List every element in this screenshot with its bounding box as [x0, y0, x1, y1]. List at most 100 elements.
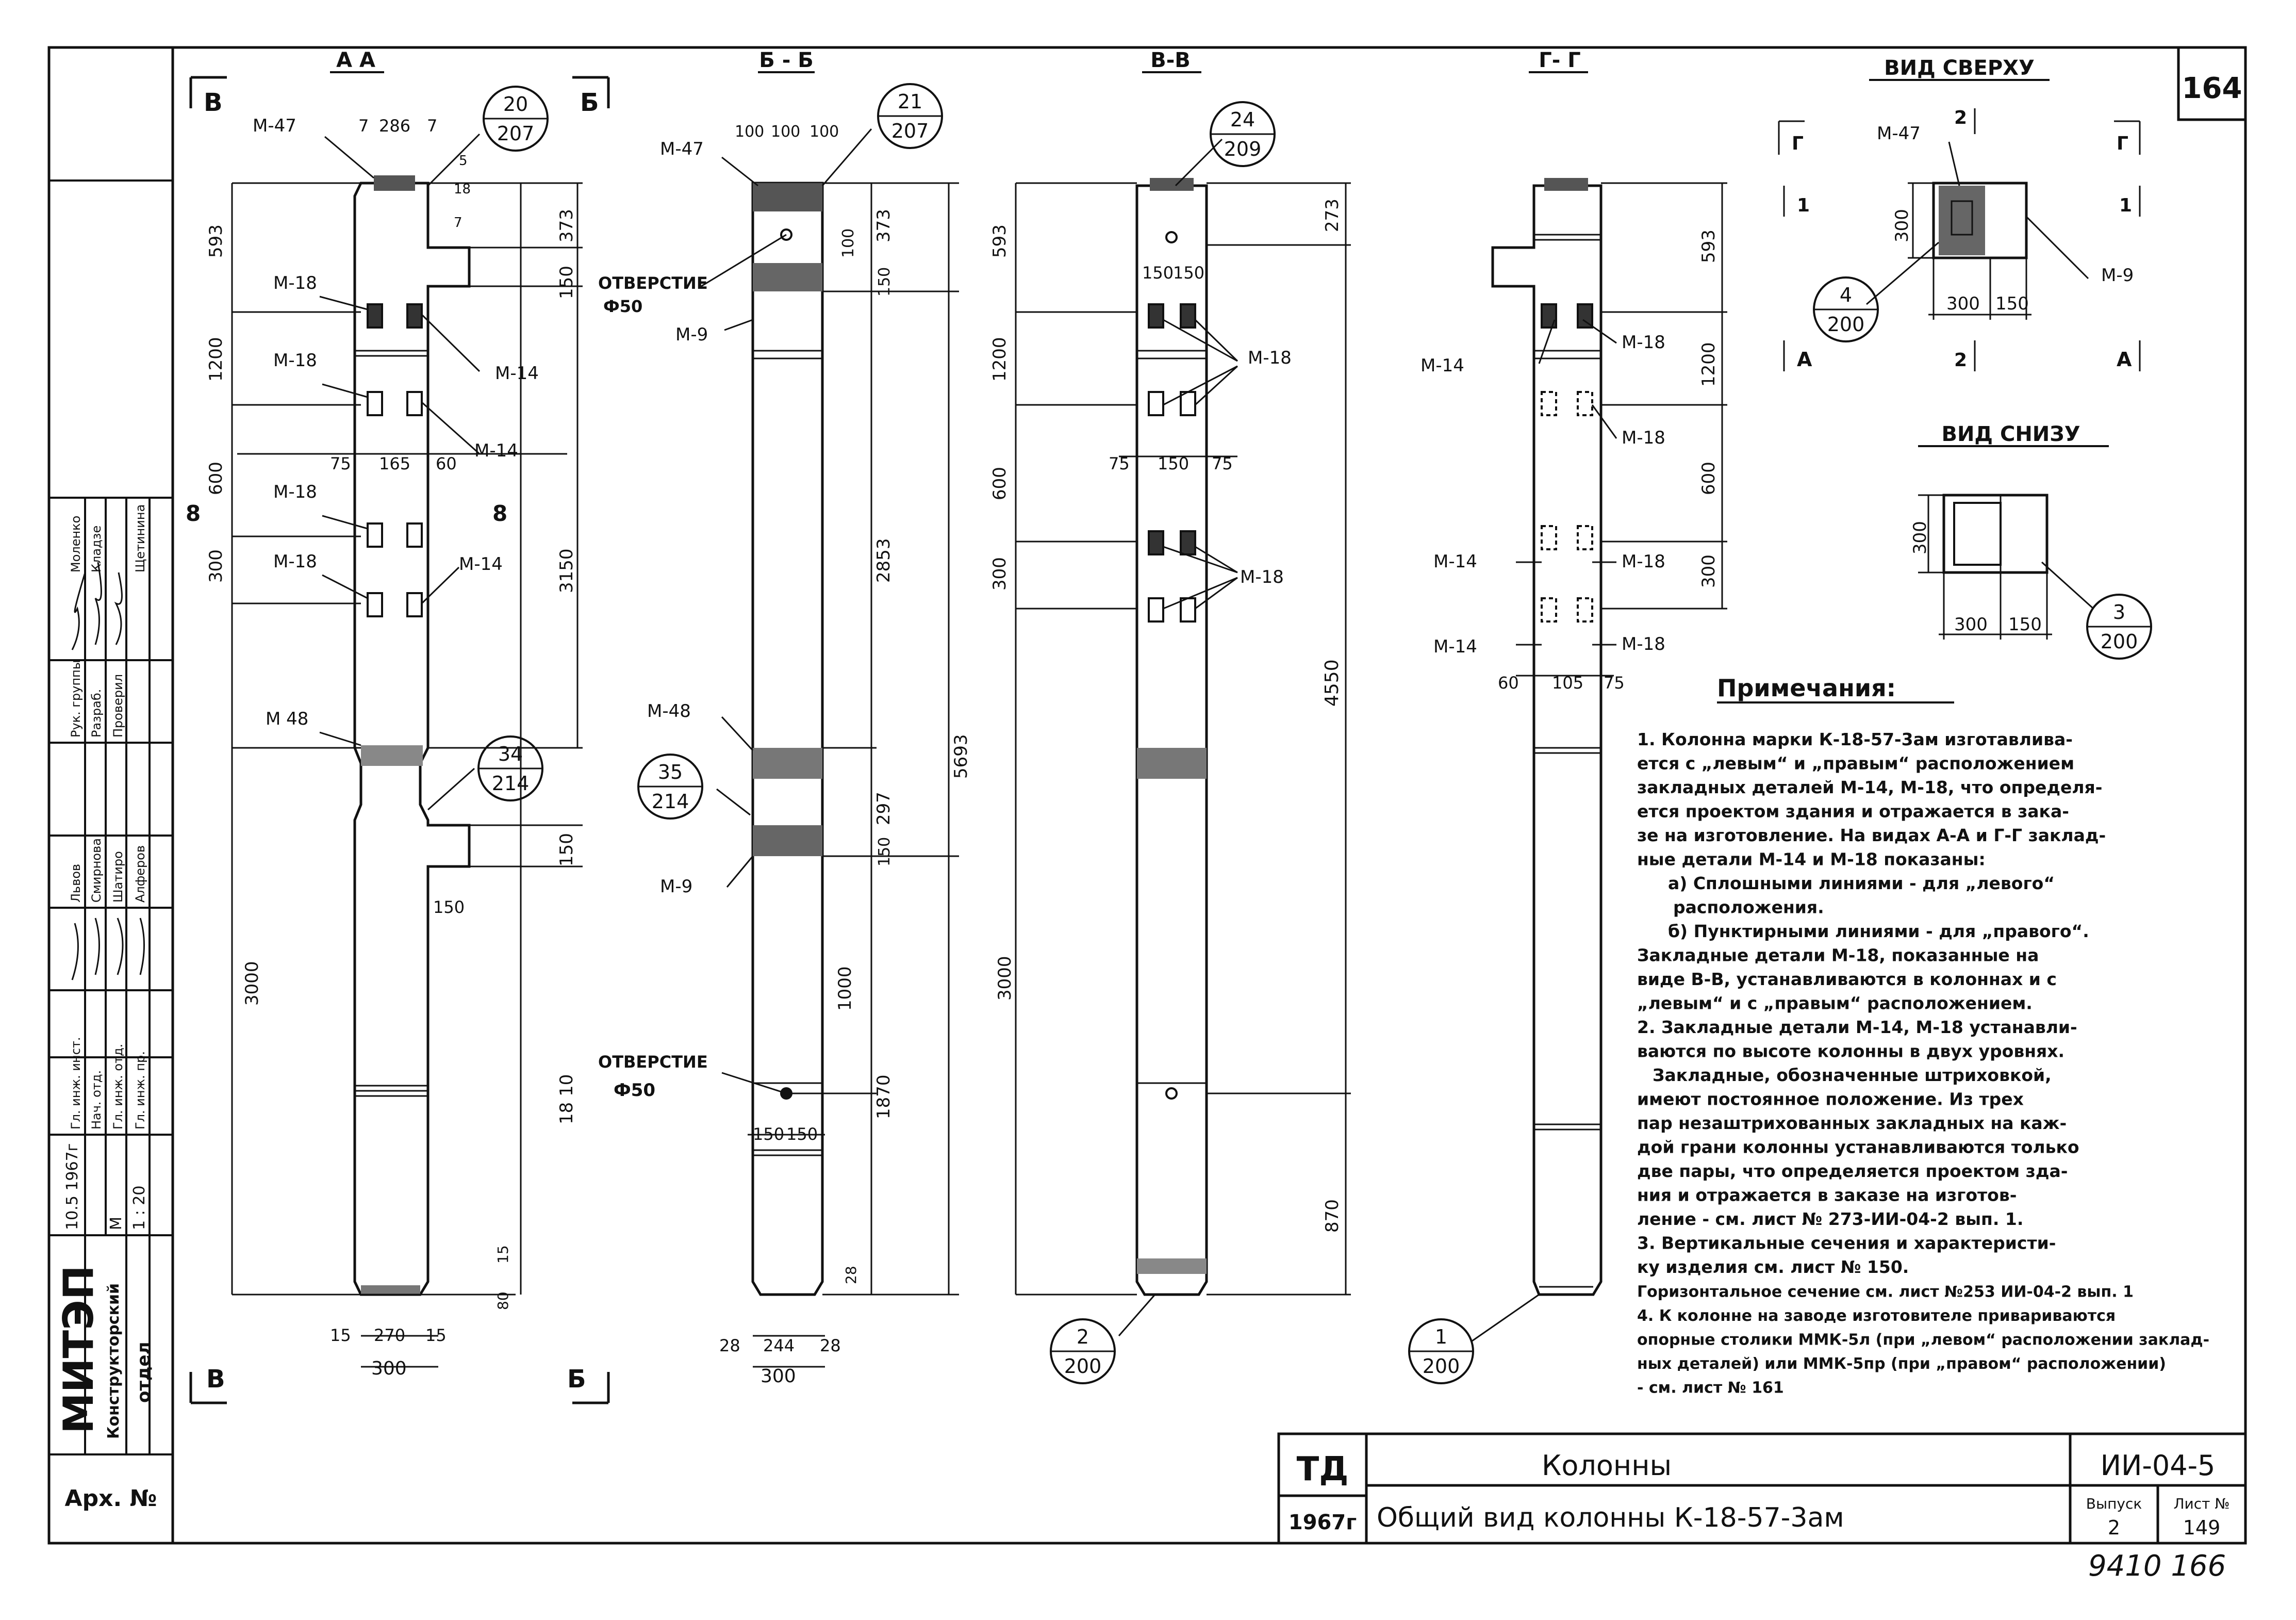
label-m14-aa-3: М-14: [459, 554, 503, 575]
top-view-title: ВИД СВЕРХУ: [1884, 56, 2035, 80]
dim-bb-v100: 100: [839, 228, 857, 258]
note-line: Горизонтальное сечение см. лист №253 ИИ-…: [1637, 1283, 2134, 1301]
notes: Примечания: 1. Колонна марки К-18-57-3ам…: [1637, 674, 2209, 1397]
note-line: ваются по высоте колонны в двух уровнях.: [1637, 1041, 2064, 1061]
dim-bb-w100a: 100: [735, 123, 764, 141]
note-line: закладных деталей М-14, М-18, что опреде…: [1637, 777, 2102, 797]
dim-bb-h150a: 150: [753, 1124, 784, 1144]
column-vv-outline: [1135, 184, 1208, 1296]
label-m14-aa-2: М-14: [474, 440, 518, 461]
dim-bb-b28a: 28: [719, 1336, 740, 1355]
callout-aa-top-num: 20: [503, 93, 528, 116]
callout-top-view: 4 200: [1813, 276, 1879, 342]
dim-top-h300: 300: [1946, 293, 1980, 314]
dim-aa-v150: 150: [556, 266, 577, 299]
column-gg-outline: [1491, 184, 1603, 1296]
dim-top-h150: 150: [1995, 293, 2029, 314]
label-m9b-bb: М-9: [660, 876, 692, 897]
label-hole1-bb: ОТВЕРСТИЕ: [598, 273, 708, 293]
dim-bb-b28b: 28: [820, 1336, 841, 1355]
note-line: 2. Закладные детали М-14, М-18 устанавли…: [1637, 1017, 2077, 1037]
note-line: 4. К колонне на заводе изготовителе прив…: [1637, 1307, 2116, 1325]
dim-aa-v593: 593: [206, 224, 226, 258]
note-line: ния и отражается в заказе на изготов-: [1637, 1185, 2017, 1205]
mark-b-top: Б: [580, 88, 599, 117]
callout-aa-top-sheet: 207: [497, 122, 535, 145]
dim-bb-v2853: 2853: [873, 538, 894, 583]
dim-aa-w7a: 7: [358, 116, 369, 136]
callout-vv-bottom: 2 200: [1050, 1318, 1116, 1384]
label-m14-gg-1: М-14: [1420, 355, 1464, 376]
bottom-view: ВИД СНИЗУ 300 300 150 3 200: [1910, 422, 2152, 660]
label-m18-gg-3: М-18: [1622, 551, 1665, 572]
embeds-vv: [1148, 303, 1196, 623]
callout-aa-bottom-num: 34: [498, 743, 523, 765]
dim-aa-v300: 300: [206, 549, 226, 583]
note-line: зе на изготовление. На видах А-А и Г-Г з…: [1637, 825, 2106, 845]
title-main: Общий вид колонны К-18-57-3ам: [1377, 1502, 1844, 1533]
notes-lines: 1. Колонна марки К-18-57-3ам изготавлива…: [1637, 729, 2209, 1397]
stamp-scale-label: М: [107, 1217, 125, 1230]
label-1-right: 1: [2119, 195, 2132, 216]
dim-vv-v870: 870: [1322, 1199, 1343, 1233]
note-line: опорные столики ММК-5л (при „левом“ расп…: [1637, 1331, 2209, 1349]
embeds-aa: [367, 303, 423, 617]
arch-number-label: Арх. №: [65, 1485, 157, 1512]
title-code: ИИ-04-5: [2101, 1449, 2216, 1482]
name-4: Алферов: [133, 845, 147, 903]
section-aa-title: А А: [336, 48, 375, 72]
label-m18-gg-4: М-18: [1622, 634, 1665, 654]
dim-aa-v80: 80: [494, 1291, 511, 1310]
sheet-number: 164: [2182, 72, 2242, 105]
role-2: Нач. отд.: [89, 1070, 104, 1130]
label-m18-vv-2: М-18: [1240, 567, 1284, 587]
dim-aa-v1810: 18 10: [556, 1074, 577, 1124]
role-1: Гл. инж. инст.: [69, 1037, 83, 1130]
section-vv-title: В-В: [1150, 48, 1191, 72]
bottom-view-title: ВИД СНИЗУ: [1941, 422, 2080, 446]
note-line: „левым“ и с „правым“ расположением.: [1637, 993, 2033, 1013]
dim-bb-v1000: 1000: [835, 966, 855, 1011]
callout-bb-top-num: 21: [898, 90, 922, 113]
dim-vv-v1200: 1200: [989, 337, 1010, 382]
callout-top-view-num: 4: [1840, 284, 1852, 306]
callout-gg-bottom-num: 1: [1435, 1326, 1447, 1348]
role-7: Проверил: [111, 674, 125, 738]
dim-aa-v150b: 150: [556, 833, 577, 866]
note-line: имеют постоянное положение. Из трех: [1637, 1089, 2024, 1109]
section-marks: В Б В Б: [189, 76, 610, 1404]
label-m18-aa-3: М-18: [273, 482, 317, 502]
note-line: ных деталей) или ММК-5пр (при „правом“ р…: [1637, 1355, 2166, 1373]
notes-title: Примечания:: [1717, 674, 1896, 702]
dim-vv-h150c: 150: [1158, 454, 1189, 473]
dim-vv-v300: 300: [989, 557, 1010, 591]
label-g-right: Г: [2117, 133, 2128, 154]
dim-vv-h150a: 150: [1142, 263, 1174, 283]
label-2-bottom: 2: [1954, 350, 1967, 371]
callout-aa-bottom-sheet: 214: [492, 772, 530, 795]
dim-aa-v3000: 3000: [242, 961, 262, 1006]
role-5: Рук. группы: [69, 660, 83, 738]
dim-bb-b244: 244: [763, 1336, 795, 1355]
label-m18-aa-2: М-18: [273, 350, 317, 371]
callout-bb-mid-sheet: 214: [652, 790, 689, 813]
dim-aa-h75: 75: [330, 454, 351, 473]
issue-number: 2: [2108, 1516, 2120, 1539]
label-m18-aa-1: М-18: [273, 273, 317, 293]
note-line: две пары, что определяется проектом зда-: [1637, 1161, 2068, 1181]
dim-vv-h75b: 75: [1212, 454, 1233, 473]
callout-bb-top: 21 207: [877, 83, 943, 149]
callout-vv-top-num: 24: [1230, 108, 1255, 131]
dim-bb-v297: 297: [873, 792, 894, 825]
name-1: Львов: [69, 864, 83, 903]
issue-label: Выпуск: [2086, 1495, 2142, 1512]
plate-mid-vv: [1137, 748, 1207, 779]
dim-aa-b270: 270: [374, 1326, 405, 1345]
note-line: ется с „левым“ и „правым“ расположением: [1637, 754, 2074, 774]
role-6: Разраб.: [89, 689, 104, 738]
label-m9a-bb: М-9: [675, 324, 708, 345]
title-block: ТД 1967г Колонны Общий вид колонны К-18-…: [1277, 1432, 2247, 1545]
note-line: ку изделия см. лист № 150.: [1637, 1257, 1909, 1277]
label-hole2-bb: ОТВЕРСТИЕ: [598, 1052, 708, 1072]
callout-aa-top: 20 207: [483, 86, 549, 152]
